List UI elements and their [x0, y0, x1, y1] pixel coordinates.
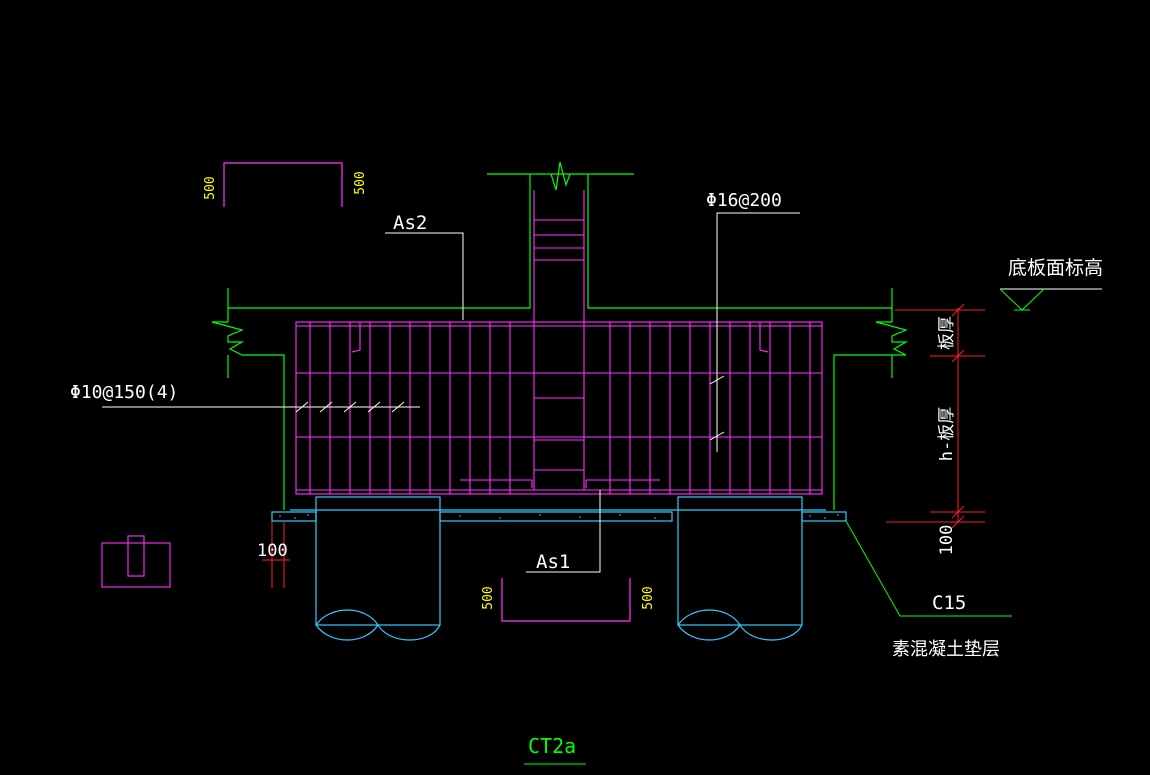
- label-as1: As1: [536, 551, 570, 573]
- vertical-dimension: [262, 303, 985, 588]
- label-cover-100-left: 100: [257, 541, 288, 561]
- cushion-dots: [279, 514, 839, 519]
- rebar-cage: [295, 190, 823, 495]
- bottom-hook-right-dim: 500: [641, 586, 656, 609]
- label-concrete-grade: C15: [932, 592, 966, 614]
- top-hook-left-dim: 500: [203, 176, 218, 199]
- small-section-symbol: [101, 535, 171, 588]
- label-cushion-layer: 素混凝土垫层: [892, 639, 1000, 660]
- label-h-minus-thickness: h-板厚: [937, 407, 957, 461]
- label-as2: As2: [393, 212, 427, 234]
- drawing-title: CT2a: [528, 734, 576, 758]
- bottom-hook-left-dim: 500: [481, 586, 496, 609]
- top-hook-right-dim: 500: [353, 171, 368, 194]
- label-rebar-stirrup: Φ10@150(4): [70, 382, 178, 403]
- label-rebar-top: Φ16@200: [706, 190, 782, 211]
- bottom-hook-detail: [501, 578, 631, 622]
- label-slab-thickness: 板厚: [937, 316, 957, 350]
- label-floor-elevation: 底板面标高: [1008, 257, 1103, 279]
- column-outline: [211, 161, 909, 510]
- elevation-symbol: [999, 288, 1045, 311]
- top-hook-detail: [223, 162, 343, 207]
- c15-leader: [845, 520, 1012, 617]
- label-cover-100-right: 100: [937, 525, 957, 556]
- piles: [271, 496, 847, 641]
- leader-lines: [102, 212, 1102, 573]
